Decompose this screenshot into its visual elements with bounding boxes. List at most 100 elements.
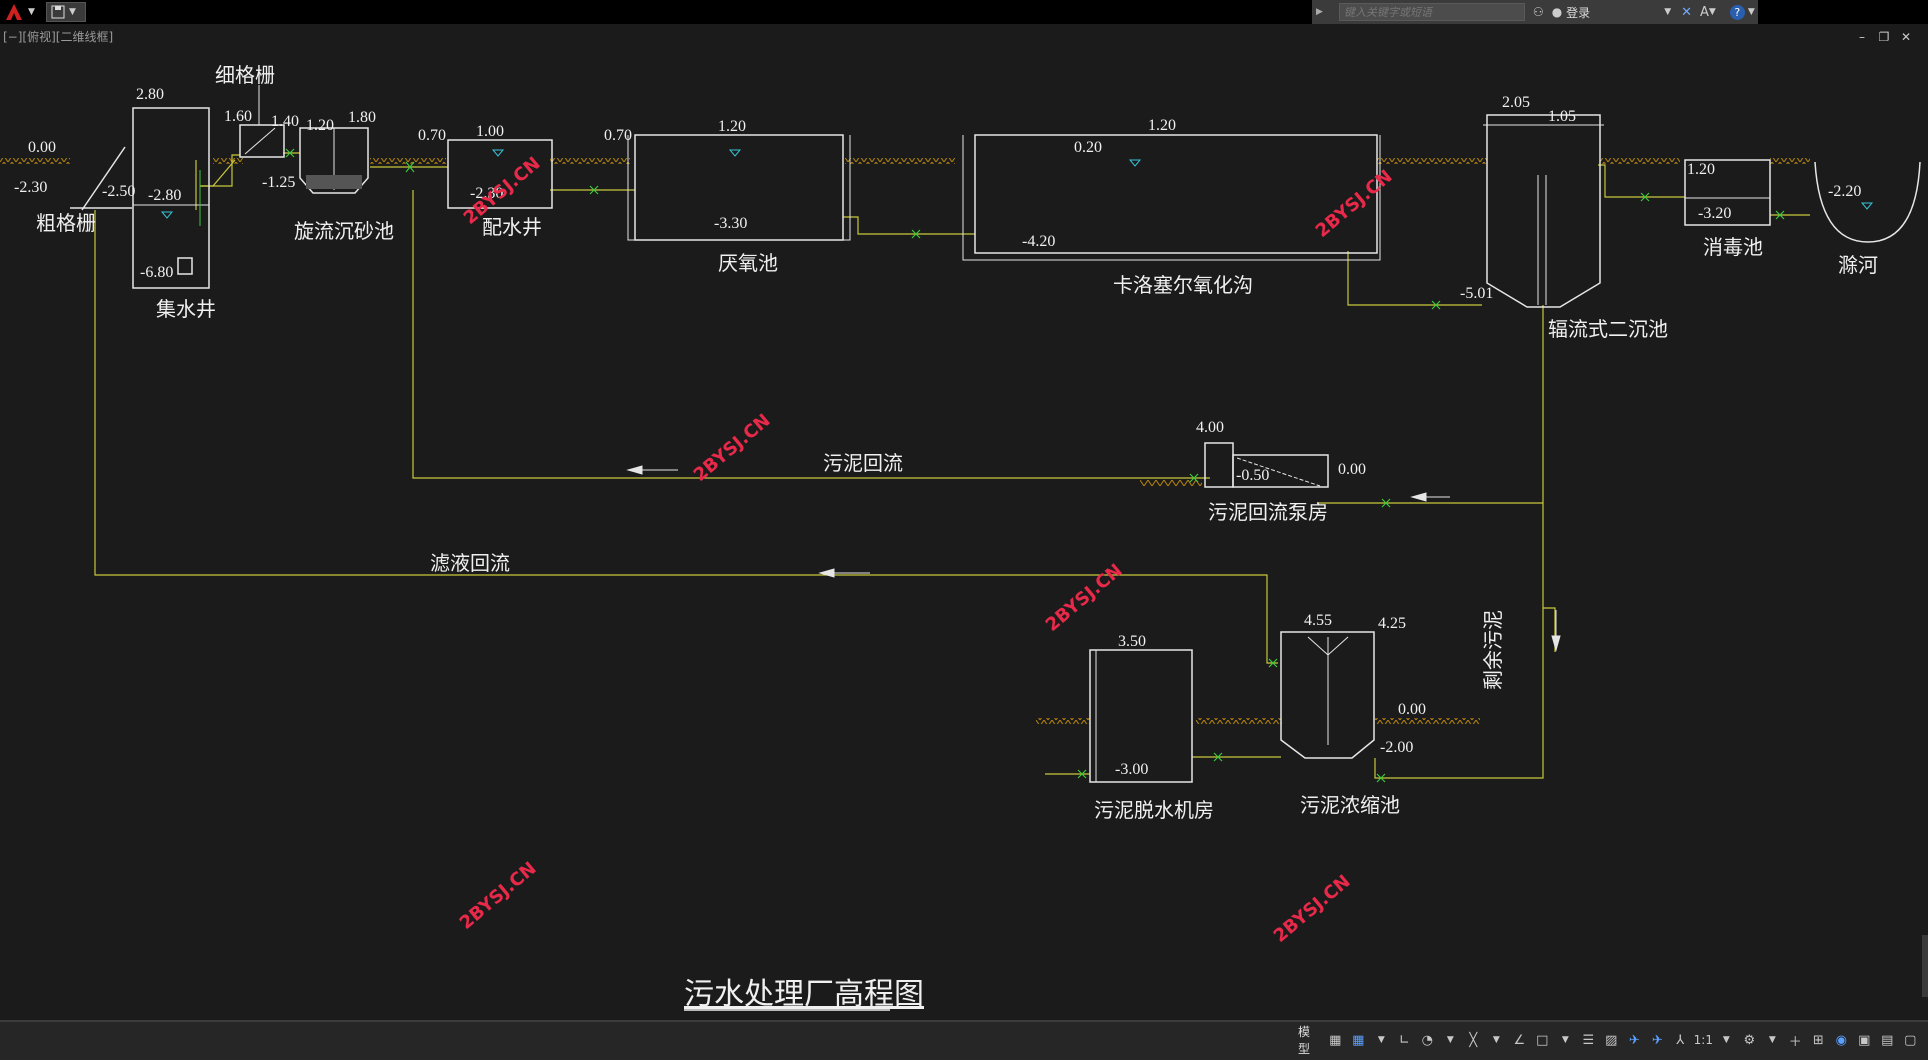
chevron-down-icon[interactable]: ▼ <box>1492 1035 1500 1045</box>
annotation-scale-icon[interactable]: ⅄ <box>1676 1032 1685 1048</box>
object-snap-icon[interactable]: ∠ <box>1513 1032 1526 1048</box>
oxidation-ditch-label: 卡洛塞尔氧化沟 <box>1113 273 1253 297</box>
watermark-text: 2BYSJ.CN <box>456 858 541 934</box>
chevron-down-icon[interactable]: ▼ <box>1722 1035 1730 1045</box>
distribution-well-label: 配水井 <box>482 215 542 239</box>
fullscreen-icon[interactable]: ▢ <box>1904 1032 1917 1048</box>
polar-icon[interactable]: ◔ <box>1421 1032 1433 1048</box>
annotation-monitor-icon[interactable]: ＋ <box>1788 1034 1802 1050</box>
dewatering-house-label: 污泥脱水机房 <box>1094 798 1214 822</box>
chevron-down-icon[interactable]: ▼ <box>1747 7 1755 17</box>
distribution-well-structure[interactable] <box>447 139 553 209</box>
quick-access-toolbar[interactable]: ▼ <box>46 2 86 22</box>
anaerobic-tank-structure[interactable] <box>627 134 851 241</box>
elevation-label: 2.80 <box>136 86 164 103</box>
binoculars-icon[interactable]: ⚇ <box>1532 5 1544 19</box>
elevation-label: 1.80 <box>348 109 376 126</box>
elevation-labels: 0.00 -2.30 2.80 -2.50 -2.80 -6.80 1.60 1… <box>14 86 1861 778</box>
return-pump-house-label: 污泥回流泵房 <box>1208 500 1328 524</box>
elevation-label: 4.25 <box>1378 615 1406 632</box>
chevron-down-icon[interactable]: ▼ <box>1377 1035 1385 1045</box>
elevation-label: -2.80 <box>148 187 181 204</box>
elevation-label: 1.00 <box>476 123 504 140</box>
watermark-text: 2BYSJ.CN <box>1312 166 1397 242</box>
valve-markers <box>285 148 1785 783</box>
save-icon[interactable] <box>51 5 65 19</box>
auto-scale-icon[interactable]: ✈ <box>1651 1032 1663 1048</box>
sump-structure[interactable] <box>70 107 210 289</box>
sump-label: 集水井 <box>156 297 216 321</box>
unit-labels: 粗格栅 集水井 细格栅 旋流沉砂池 配水井 厌氧池 卡洛塞尔氧化沟 辐流式二沉池… <box>36 63 1878 822</box>
exchange-icon[interactable]: ✕ <box>1681 4 1693 20</box>
model-space-button[interactable]: 模型 <box>1298 1025 1311 1056</box>
close-icon[interactable]: ✕ <box>1900 30 1912 44</box>
login-link[interactable]: 登录 <box>1566 5 1591 20</box>
drawing-canvas[interactable]: 粗格栅 集水井 细格栅 旋流沉砂池 配水井 厌氧池 卡洛塞尔氧化沟 辐流式二沉池… <box>0 0 1928 1020</box>
chevron-down-icon: ▼ <box>28 7 35 17</box>
units-icon[interactable]: ⊞ <box>1812 1032 1824 1048</box>
chevron-down-icon[interactable]: ▼ <box>69 7 76 17</box>
clarifier-structure[interactable] <box>1483 114 1604 308</box>
viewport-controls-label[interactable]: [−][俯视][二维线框] <box>3 30 114 44</box>
elevation-label: 1.20 <box>306 117 334 134</box>
elevation-label: -0.50 <box>1236 467 1269 484</box>
disinfection-tank-structure[interactable] <box>1684 159 1771 226</box>
scale-label[interactable]: 1:1 <box>1693 1033 1713 1047</box>
workspace-gear-icon[interactable]: ⚙ <box>1743 1032 1756 1048</box>
chevron-down-icon[interactable]: ▼ <box>1708 7 1716 17</box>
thickener-structure[interactable] <box>1280 631 1375 759</box>
chevron-down-icon[interactable]: ▼ <box>1664 7 1672 17</box>
return-pump-house-structure[interactable] <box>1204 442 1329 488</box>
elevation-label: -6.80 <box>140 264 173 281</box>
elevation-label: -3.00 <box>1115 761 1148 778</box>
customization-menu-icon[interactable]: ☰ <box>1924 1029 1928 1051</box>
isolate-objects-icon[interactable]: ◉ <box>1835 1032 1847 1048</box>
elevation-label: -1.25 <box>262 174 295 191</box>
grid-icon[interactable]: ▦ <box>1329 1032 1342 1048</box>
hardware-acceleration-icon[interactable]: ▣ <box>1858 1032 1871 1048</box>
osnap-tracking-icon[interactable]: ╳ <box>1469 1032 1478 1048</box>
autodesk-a360-icon[interactable]: A <box>1700 4 1709 20</box>
arrow-right-icon[interactable]: ▶ <box>1316 7 1323 17</box>
help-icon[interactable]: ? <box>1729 4 1745 20</box>
elevation-label: -2.50 <box>102 183 135 200</box>
search-input[interactable] <box>1338 3 1525 21</box>
elevation-label: 3.50 <box>1118 633 1146 650</box>
sludge-return-label: 污泥回流 <box>823 451 903 475</box>
fine-screen-label: 细格栅 <box>215 63 275 87</box>
thickener-label: 污泥浓缩池 <box>1300 793 1400 817</box>
vertical-scrollbar[interactable] <box>1922 935 1928 997</box>
ortho-icon[interactable]: ∟ <box>1398 1032 1410 1048</box>
dewatering-house-structure[interactable] <box>1089 649 1193 783</box>
clean-screen-icon[interactable]: ▤ <box>1881 1032 1894 1048</box>
elevation-label: 0.70 <box>604 127 632 144</box>
elevation-label: 1.40 <box>271 113 299 130</box>
chevron-down-icon[interactable]: ▼ <box>1561 1035 1569 1045</box>
watermarks: 2BYSJ.CN 2BYSJ.CN 2BYSJ.CN 2BYSJ.CN 2BYS… <box>456 153 1397 947</box>
restore-icon[interactable]: ❐ <box>1878 30 1890 44</box>
application-menu-button[interactable]: ▼ <box>0 0 40 24</box>
status-toolbar: 模型 ▦ ▦ ▼ ∟ ◔ ▼ ╳ ▼ ∠ □ ▼ ☰ ▨ ✈ ✈ ⅄ 1:1 ▼… <box>1294 1025 1928 1056</box>
title-bar: ▼ ▼ ▶ ⚇ ● 登录 ▼ ✕ A ▼ ? ▼ <box>0 0 1928 24</box>
filtrate-return-label: 滤液回流 <box>430 551 510 575</box>
elevation-label: 0.20 <box>1074 139 1102 156</box>
lineweight-icon[interactable]: ☰ <box>1582 1032 1595 1048</box>
watermark-text: 2BYSJ.CN <box>1270 871 1355 947</box>
transparency-icon[interactable]: ▨ <box>1605 1032 1618 1048</box>
elevation-label: 4.55 <box>1304 612 1332 629</box>
annotation-visibility-icon[interactable]: ✈ <box>1628 1032 1640 1048</box>
autocad-logo-icon <box>6 4 22 20</box>
minimize-icon[interactable]: – <box>1859 30 1865 44</box>
chevron-down-icon[interactable]: ▼ <box>1446 1035 1454 1045</box>
water-level-markers <box>160 149 1874 219</box>
elevation-label: -4.20 <box>1022 233 1055 250</box>
user-icon[interactable]: ● <box>1551 5 1563 19</box>
coarse-screen-label: 粗格栅 <box>36 211 96 235</box>
oxidation-ditch-structure[interactable] <box>962 134 1381 261</box>
dynamic-input-icon[interactable]: □ <box>1536 1032 1549 1048</box>
grit-structure[interactable] <box>239 85 369 194</box>
chevron-down-icon[interactable]: ▼ <box>1768 1035 1776 1045</box>
elevation-label: -2.00 <box>1380 739 1413 756</box>
snap-icon[interactable]: ▦ <box>1352 1032 1365 1048</box>
elevation-label: 1.20 <box>1687 161 1715 178</box>
